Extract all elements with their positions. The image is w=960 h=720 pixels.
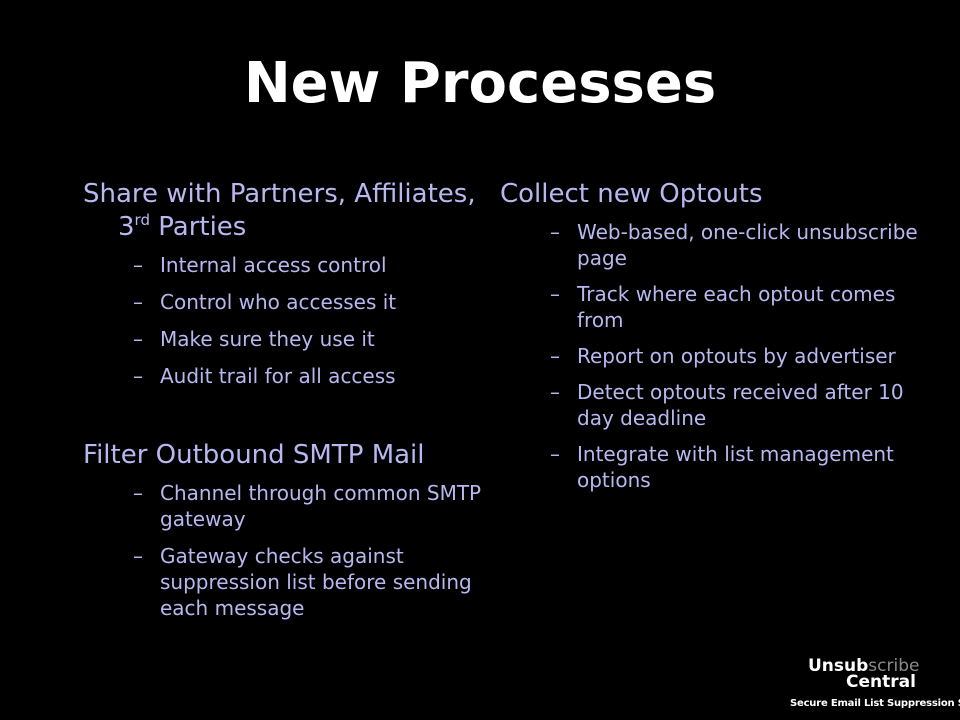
logo-tagline: Secure Email List Suppression Services: [790, 698, 960, 709]
slide-title: New Processes: [243, 51, 717, 116]
left-column: Share with Partners, Affiliates, 3rd Par…: [83, 178, 483, 632]
filter-subitems: –Channel through common SMTP gateway –Ga…: [83, 480, 483, 621]
heading-filter-outbound: Filter Outbound SMTP Mail: [83, 440, 425, 470]
list-item: –Internal access control: [133, 253, 387, 277]
heading-share-with-partners: Share with Partners, Affiliates, 3rd Par…: [83, 179, 476, 242]
share-subitems: –Internal access control –Control who ac…: [83, 252, 483, 389]
right-column: Collect new Optouts –Web-based, one-clic…: [500, 178, 920, 503]
list-item: –Audit trail for all access: [133, 364, 396, 388]
list-item: –Report on optouts by advertiser: [550, 344, 896, 368]
list-item: –Control who accesses it: [133, 290, 397, 314]
list-item: –Web-based, one-click unsubscribe page: [550, 220, 918, 270]
list-item: –Integrate with list management options: [550, 442, 894, 492]
heading-collect-optouts: Collect new Optouts: [500, 179, 763, 209]
list-item: –Gateway checks against suppression list…: [133, 544, 472, 620]
list-item: –Detect optouts received after 10 day de…: [550, 380, 904, 430]
optout-subitems: –Web-based, one-click unsubscribe page –…: [500, 219, 920, 493]
list-item: –Track where each optout comes from: [550, 282, 896, 332]
unsubscribe-central-logo: Unsubscribe Central Secure Email List Su…: [780, 656, 960, 716]
list-item: –Channel through common SMTP gateway: [133, 481, 482, 531]
list-item: –Make sure they use it: [133, 327, 375, 351]
